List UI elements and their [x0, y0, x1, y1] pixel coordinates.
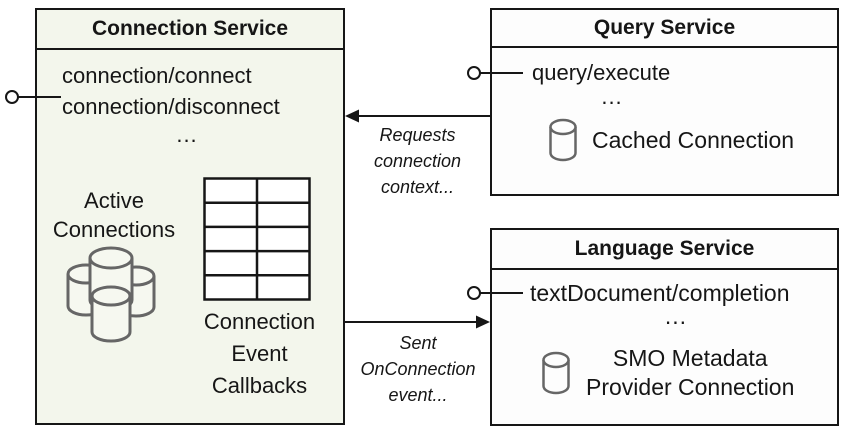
methods-ellipsis: ...	[664, 303, 688, 329]
query-interface-lollipop-icon	[467, 66, 523, 80]
database-cluster-icon	[66, 246, 156, 343]
cached-connection-item: Cached Connection	[548, 118, 794, 162]
database-icon	[549, 118, 577, 162]
sent-onconnection-arrow	[345, 315, 490, 329]
query-service-title: Query Service	[492, 10, 837, 48]
sent-arrow-label: Sent OnConnection event...	[360, 333, 476, 405]
cached-connection-label: Cached Connection	[592, 126, 795, 153]
connection-service-title: Connection Service	[37, 10, 343, 50]
method-query-execute: query/execute	[532, 60, 671, 85]
methods-ellipsis: ...	[176, 122, 198, 147]
requests-arrow-label: Requests connection context...	[373, 125, 462, 197]
language-service-methods: textDocument/completion ...	[530, 280, 822, 329]
method-connection-disconnect: connection/disconnect	[62, 94, 280, 119]
method-textdocument-completion: textDocument/completion	[530, 280, 790, 306]
language-service-box: Language Service textDocument/completion…	[490, 228, 839, 426]
connection-interface-lollipop-icon	[5, 90, 61, 104]
query-service-box: Query Service query/execute ... Cached C…	[490, 8, 839, 196]
method-connection-connect: connection/connect	[62, 63, 252, 88]
smo-metadata-item: SMO Metadata Provider Connection	[540, 344, 794, 402]
active-connections-label: Active Connections	[52, 188, 176, 242]
requests-connection-arrow	[345, 109, 490, 123]
connection-service-methods: connection/connect connection/disconnect…	[62, 60, 312, 147]
database-icon	[542, 351, 570, 395]
smo-metadata-label: SMO Metadata Provider Connection	[586, 345, 795, 400]
language-service-title: Language Service	[492, 230, 837, 270]
connection-service-box: Connection Service connection/connect co…	[35, 8, 345, 425]
connection-event-callbacks-label: Connection Event Callbacks	[203, 309, 316, 398]
callbacks-table-icon	[203, 177, 311, 301]
language-interface-lollipop-icon	[467, 286, 523, 300]
methods-ellipsis: ...	[601, 84, 623, 109]
query-service-methods: query/execute ...	[532, 60, 692, 108]
